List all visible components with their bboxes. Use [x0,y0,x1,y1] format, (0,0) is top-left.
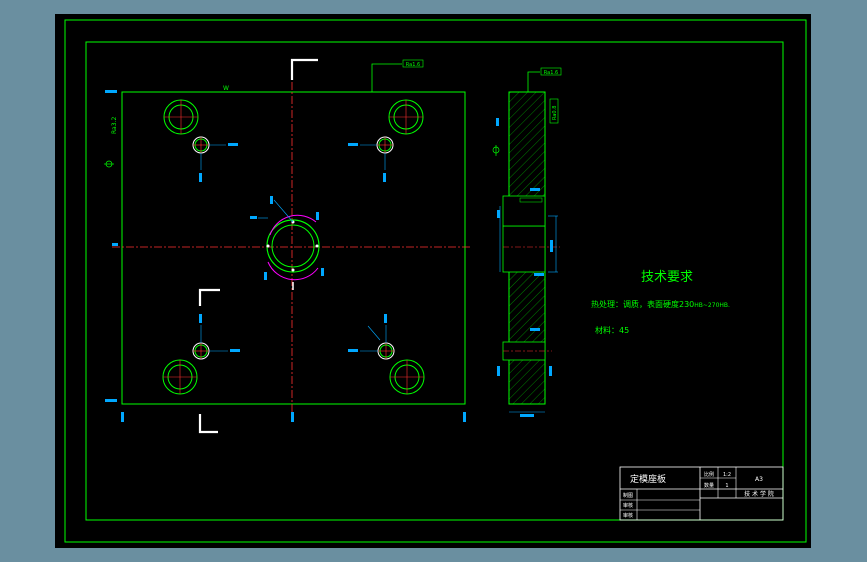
section-mark-top [290,58,318,80]
dim-label-bottom-a [121,412,124,422]
section-mark-middle [198,288,220,306]
side-roughness-tag: Ra1.6 [544,70,558,76]
dim-label-bottom-left [105,399,117,402]
scale-label: 比例 [704,471,714,478]
side-tag-box [549,98,559,124]
dim-label-mid-left [112,243,118,246]
screw-hole-bottom-right [348,314,395,360]
outer-border [64,19,807,543]
row-drawn: 制图 [623,492,633,499]
screw-hole-top-right [348,136,394,182]
section-mark-bottom [198,414,218,434]
thickness-dim-text [520,414,534,417]
side-section-view: Ra1.6 Ra0.8 [492,67,562,417]
section-bore [502,225,546,273]
dim-label-top-left [105,90,117,93]
sheet-size: A3 [755,476,763,483]
inner-frame [85,41,784,521]
bolt-circle-arc-bottom [267,261,319,281]
material-note: 材料：45 [595,325,629,335]
side-tag-text: Ra0.8 [552,106,558,120]
dim-label-bottom-c [463,412,466,422]
plate-outline [121,91,466,405]
quantity-label: 数量 [704,482,714,489]
corner-hole-bottom-left [162,359,198,395]
roughness-leader [371,63,402,92]
tech-req-title: 技术要求 [641,270,693,285]
corner-hole-top-right [388,99,424,135]
screw-hole-bottom-left [192,314,240,360]
part-name: 定模座板 [630,473,666,485]
drawing-sheet [55,14,811,548]
dim-label-bottom-b [291,412,294,422]
top-note: W [223,85,229,92]
screw-hole-top-left [192,136,238,182]
quantity-value: 1 [725,483,728,489]
central-bore [250,196,324,290]
left-tag: Ra3.2 [111,117,118,134]
heat-treatment-note: 热处理：调质，表面硬度230HB~270HB. [591,299,730,309]
title-block: 定模座板 比例 1:2 数量 1 A3 制图 审核 审核 技 术 学 院 [619,466,784,521]
plate-front-view: Ra1.6 Ra3.2 W [104,58,472,434]
roughness-tag-text: Ra1.6 [406,62,420,68]
row-check: 审核 [623,502,633,509]
corner-hole-bottom-right [389,359,425,395]
bolt-circle-arc-top [269,214,317,236]
school-name: 技 术 学 院 [744,490,774,498]
roughness-symbol-left [104,160,114,168]
bore-dim-text [550,240,553,252]
corner-hole-top-left [163,99,199,135]
roughness-tag-box [402,59,424,68]
roughness-symbol-side [492,145,500,156]
row-approve: 审核 [623,512,633,519]
technical-requirements: 技术要求 热处理：调质，表面硬度230HB~270HB. 材料：45 [591,270,730,335]
scale-value: 1:2 [723,472,731,478]
